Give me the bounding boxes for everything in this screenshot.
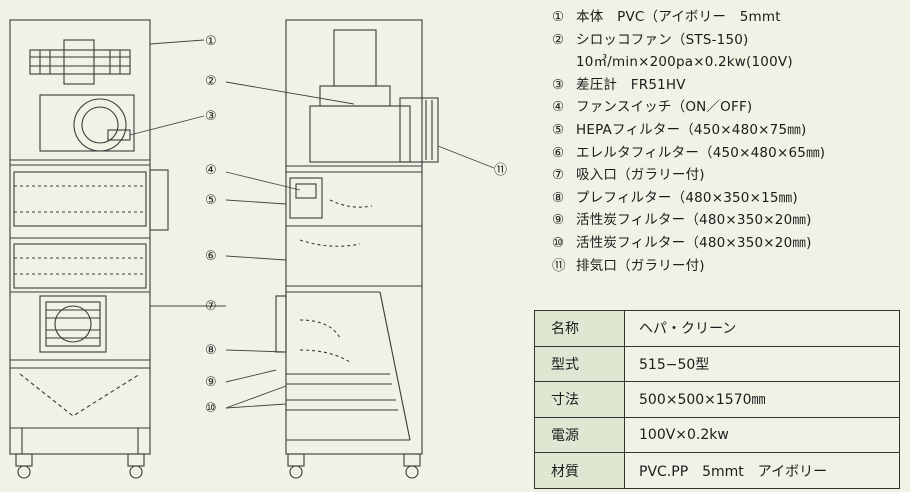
callout-10: ⑩: [205, 401, 217, 416]
spec-value: 500×500×1570㎜: [624, 381, 900, 418]
callout-9: ⑨: [205, 375, 217, 390]
callout-1: ①: [205, 34, 217, 49]
spec-label: 型式: [534, 345, 625, 383]
table-row: 名称ヘパ・クリーン: [534, 310, 900, 347]
callout-5: ⑤: [205, 193, 217, 208]
leader-lines: [129, 39, 495, 409]
callout-group: ① ② ③ ④ ⑤ ⑥ ⑦ ⑧ ⑨ ⑩ ⑪: [205, 34, 507, 416]
callout-11: ⑪: [494, 163, 507, 178]
spec-label: 電源: [534, 416, 625, 454]
part-item-spec: 10㎥/min×200pa×0.2kw(100V): [576, 54, 793, 71]
spec-value: 100V×0.2kw: [624, 416, 900, 454]
spec-label: 材質: [534, 452, 625, 489]
spec-value: PVC.PP 5mmt アイボリー: [624, 452, 900, 489]
spec-value: 515−50型: [624, 345, 900, 383]
spec-label: 寸法: [534, 381, 625, 418]
machine-drawing: ① ② ③ ④ ⑤ ⑥ ⑦ ⑧ ⑨ ⑩ ⑪: [9, 19, 507, 479]
callout-4: ④: [205, 163, 217, 178]
side-view: [275, 19, 439, 479]
callout-8: ⑧: [205, 343, 217, 358]
callout-3: ③: [205, 109, 217, 124]
callout-2: ②: [205, 74, 217, 89]
spec-value: ヘパ・クリーン: [624, 310, 900, 347]
callout-7: ⑦: [205, 299, 217, 314]
front-view: [9, 19, 169, 479]
spec-label: 名称: [534, 310, 625, 347]
callout-6: ⑥: [205, 249, 217, 264]
